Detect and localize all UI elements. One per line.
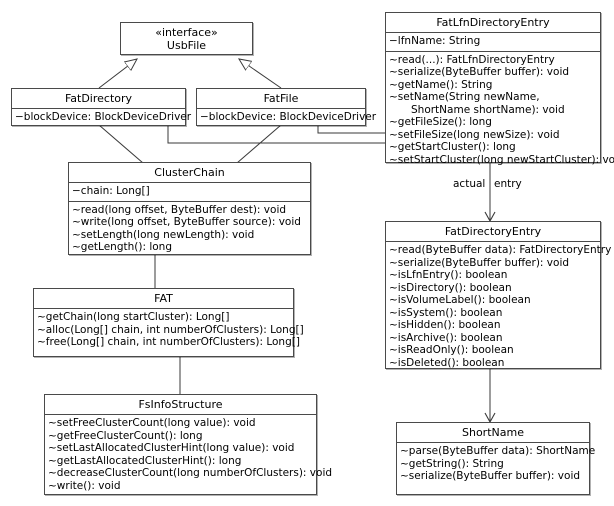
class-operation: ~isVolumeLabel(): boolean	[389, 294, 531, 306]
class-attributes-clusterchain: −chain: Long[]	[69, 182, 310, 201]
class-operation: ~isArchive(): boolean	[389, 331, 503, 344]
class-operation: ~isHidden(): boolean	[389, 319, 501, 331]
class-attribute: −blockDevice: BlockDeviceDriver	[200, 111, 377, 123]
class-box-fatdirectory[interactable]: FatDirectory −blockDevice: BlockDeviceDr…	[11, 88, 192, 127]
class-box-usbfile[interactable]: «interface» UsbFile	[120, 22, 253, 55]
class-operations-clusterchain: ~read(long offset, ByteBuffer dest): voi…	[69, 200, 310, 257]
edge-fatdirectory-fatlfndirectoryentry	[167, 125, 385, 144]
class-title-fatdirectory: FatDirectory	[64, 92, 133, 105]
class-operations-shortname: ~parse(ByteBuffer data): ShortName ~getS…	[397, 442, 596, 486]
class-operation: ~getString(): String	[400, 457, 504, 470]
class-operation: ~serialize(ByteBuffer buffer): void	[400, 470, 581, 482]
class-operation: ~getChain(long startCluster): Long[]	[37, 311, 230, 323]
class-operation: ~free(Long[] chain, int numberOfClusters…	[37, 336, 300, 348]
class-operation: ~write(): void	[48, 479, 121, 492]
class-operation: ~read(ByteBuffer data): FatDirectoryEntr…	[389, 244, 612, 256]
class-attribute: −blockDevice: BlockDeviceDriver	[15, 111, 192, 123]
edge-fatfile-implements-usbfile	[239, 59, 282, 89]
class-operation: ~getFileSize(): long	[389, 116, 492, 128]
class-box-shortname[interactable]: ShortName ~parse(ByteBuffer data): Short…	[396, 422, 596, 495]
class-attribute: −lfnName: String	[389, 35, 481, 47]
class-operation: ~getLength(): long	[72, 241, 172, 253]
class-operations-fat: ~getChain(long startCluster): Long[] ~al…	[34, 308, 304, 352]
class-operation: ~getStartCluster(): long	[389, 141, 516, 153]
class-operation: ~isDirectory(): boolean	[389, 281, 512, 294]
edge-label-entry: entry	[494, 178, 522, 190]
class-operation: ~getFreeClusterCount(): long	[48, 429, 203, 442]
class-operation: ~isDeleted(): boolean	[389, 356, 505, 369]
class-operation: ~isSystem(): boolean	[389, 306, 503, 319]
class-operation: ~getLastAllocatedClusterHint(): long	[48, 454, 242, 467]
edge-fatdirectory-implements-usbfile	[98, 59, 137, 89]
class-box-fsinfostructure[interactable]: FsInfoStructure ~setFreeClusterCount(lon…	[44, 394, 333, 495]
class-title-usbfile: «interface» UsbFile	[155, 26, 218, 52]
class-box-fatfile[interactable]: FatFile −blockDevice: BlockDeviceDriver	[196, 88, 377, 127]
class-attribute: −chain: Long[]	[72, 185, 150, 197]
class-operations-fsinfostructure: ~setFreeClusterCount(long value): void ~…	[45, 414, 333, 495]
edge-fatdirectory-clusterchain	[98, 124, 144, 164]
class-operation: ~alloc(Long[] chain, int numberOfCluster…	[37, 323, 304, 336]
class-box-fatdirectoryentry[interactable]: FatDirectoryEntry ~read(ByteBuffer data)…	[385, 221, 612, 372]
edge-fatfile-clusterchain	[236, 124, 282, 164]
class-operation: ~setFreeClusterCount(long value): void	[48, 417, 256, 429]
class-box-fat[interactable]: FAT ~getChain(long startCluster): Long[]…	[33, 288, 304, 357]
class-operation: ~getName(): String	[389, 78, 493, 91]
class-operation: ~setStartCluster(long newStartCluster): …	[389, 153, 614, 166]
class-operation: ~setLastAllocatedClusterHint(long value)…	[48, 442, 295, 454]
class-operation: ~setFileSize(long newSize): void	[389, 128, 560, 141]
class-operation: ~setName(String newName,	[389, 91, 540, 103]
edge-label-actual: actual	[453, 178, 486, 190]
class-operations-fatlfndirectoryentry: ~read(...): FatLfnDirectoryEntry ~serial…	[386, 50, 614, 170]
class-operation-continuation: ShortName shortName): void	[411, 103, 565, 116]
class-title-fat: FAT	[154, 292, 173, 305]
class-operation: ~serialize(ByteBuffer buffer): void	[389, 66, 570, 78]
class-operation: ~parse(ByteBuffer data): ShortName	[400, 445, 596, 457]
class-operation: ~read(long offset, ByteBuffer dest): voi…	[72, 203, 287, 216]
class-operation: ~setLength(long newLength): void	[72, 228, 255, 241]
class-attributes-fatlfndirectoryentry: −lfnName: String	[386, 32, 600, 51]
class-title-fatlfndirectoryentry: FatLfnDirectoryEntry	[436, 16, 550, 29]
class-title-clusterchain: ClusterChain	[154, 166, 225, 179]
class-title-fatdirectoryentry: FatDirectoryEntry	[444, 225, 542, 238]
class-title-shortname: ShortName	[462, 426, 524, 439]
class-box-fatlfndirectoryentry[interactable]: FatLfnDirectoryEntry −lfnName: String ~r…	[385, 12, 614, 166]
class-title-fsinfostructure: FsInfoStructure	[138, 398, 223, 411]
class-title-fatfile: FatFile	[263, 92, 299, 105]
class-operation: ~decreaseClusterCount(long numberOfClust…	[48, 467, 333, 479]
class-operation: ~write(long offset, ByteBuffer source): …	[72, 216, 301, 228]
class-operation: ~isLfnEntry(): boolean	[389, 269, 508, 281]
class-operation: ~read(...): FatLfnDirectoryEntry	[389, 53, 555, 66]
class-operation: ~serialize(ByteBuffer buffer): void	[389, 256, 570, 269]
class-attributes-fatfile: −blockDevice: BlockDeviceDriver	[197, 108, 377, 127]
class-box-clusterchain[interactable]: ClusterChain −chain: Long[] ~read(long o…	[68, 162, 311, 255]
class-operation: ~isReadOnly(): boolean	[389, 344, 514, 356]
class-attributes-fatdirectory: −blockDevice: BlockDeviceDriver	[12, 108, 192, 127]
class-operations-fatdirectoryentry: ~read(ByteBuffer data): FatDirectoryEntr…	[386, 241, 612, 372]
